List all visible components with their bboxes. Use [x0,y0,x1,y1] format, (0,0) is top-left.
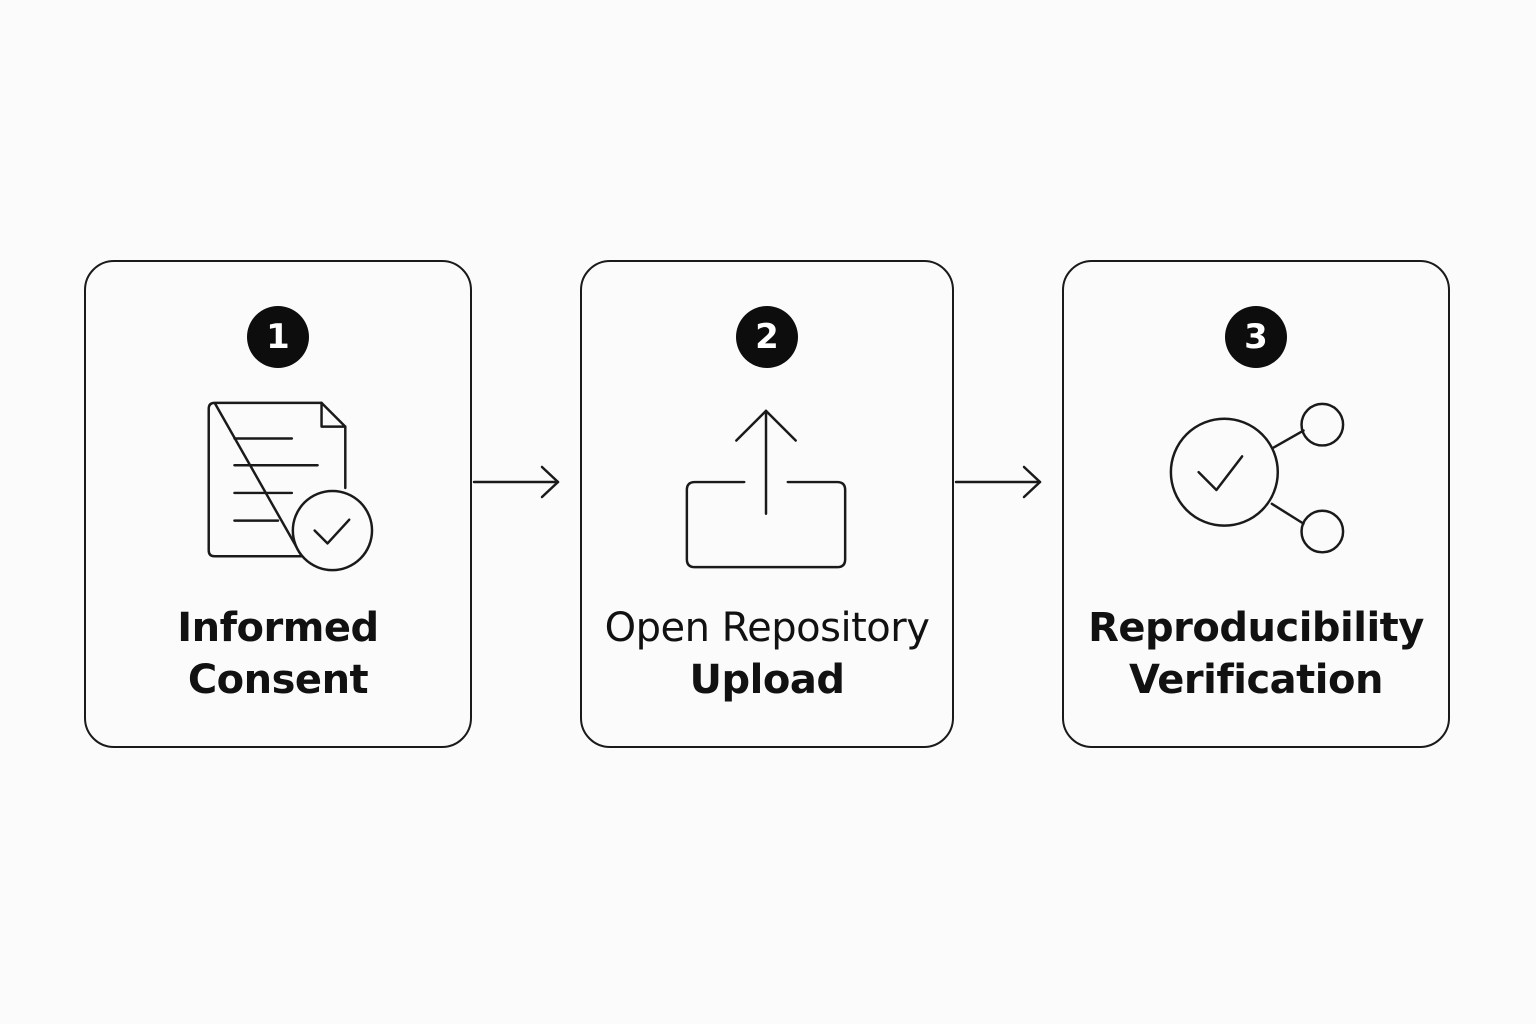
step-card-reproducibility-verification: 3 Reproducibility Verification [1062,260,1450,748]
step-title: Reproducibility Verification [1064,602,1448,706]
arrow-right-icon [472,465,560,499]
step-title: Informed Consent [86,602,470,706]
step-title-line1: Reproducibility [1088,605,1424,651]
step-title-line2: Verification [1129,657,1383,703]
step-card-open-repository-upload: 2 Open Repository Upload [580,260,954,748]
step-number-badge: 1 [247,306,309,368]
step-title-line2: Upload [689,657,845,703]
step-card-informed-consent: 1 Informed Consent [84,260,472,748]
document-check-icon [207,401,374,572]
verified-share-icon [1169,402,1345,554]
step-number-badge: 2 [736,306,798,368]
step-title-line1: Informed [177,605,379,651]
step-title: Open Repository Upload [582,602,952,706]
arrow-right-icon [954,465,1042,499]
step-title-line1: Open Repository [604,605,930,651]
upload-tray-icon [685,409,847,569]
step-number-badge: 3 [1225,306,1287,368]
step-title-line2: Consent [187,657,369,703]
